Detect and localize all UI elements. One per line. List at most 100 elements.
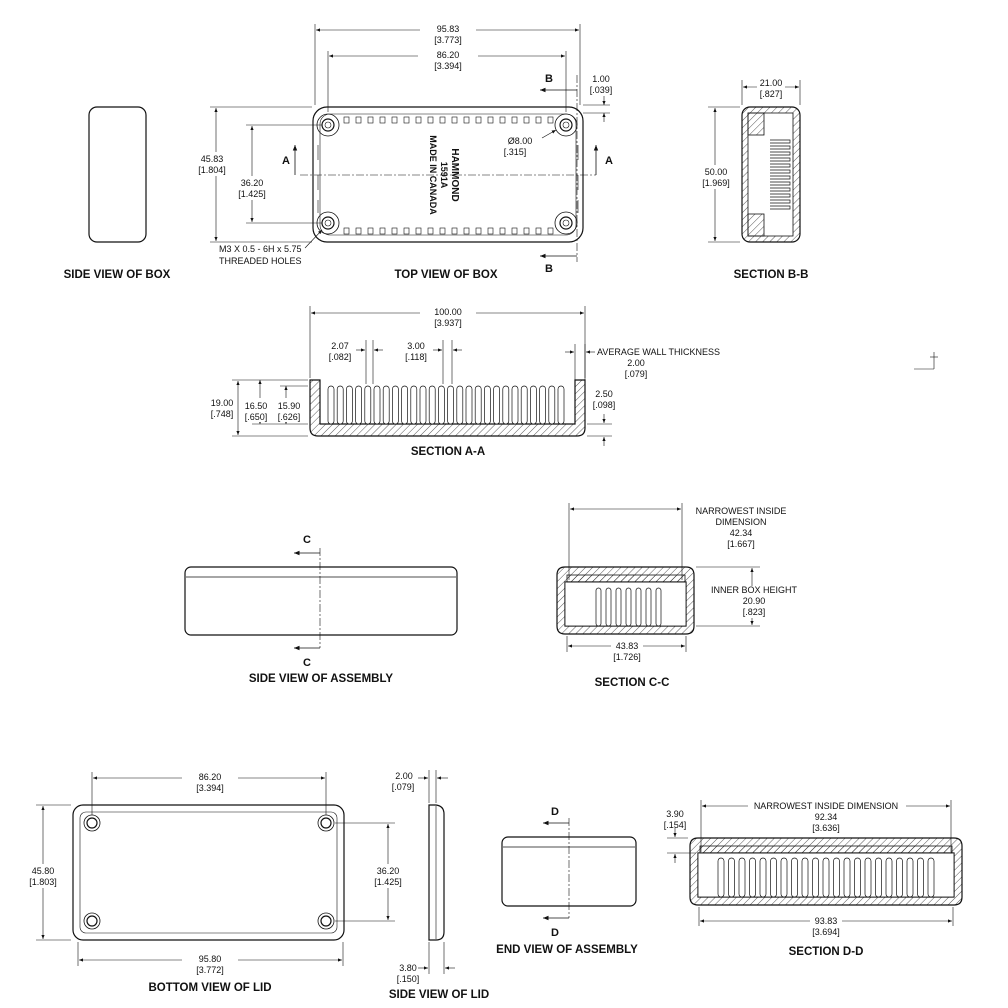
rib: [770, 151, 791, 156]
rib: [864, 857, 872, 898]
rib: [770, 181, 791, 186]
marker-a-right: A: [605, 155, 613, 167]
marker-c-bottom: C: [303, 657, 311, 669]
dim-overall-width-mm: 95.83: [437, 24, 460, 34]
rib: [419, 385, 427, 425]
dim-lid-width-mm: 95.80: [199, 954, 222, 964]
wall-thickness-label: AVERAGE WALL THICKNESS: [597, 347, 720, 357]
dim-rib-width-mm: 2.07: [331, 341, 349, 351]
slot: [547, 227, 554, 235]
dim-hole-spacing-x-mm: 86.20: [437, 50, 460, 60]
rib: [738, 857, 746, 898]
side-view-of-assembly: C C SIDE VIEW OF ASSEMBLY: [184, 534, 458, 685]
dim-bb-height-mm: 50.00: [705, 167, 728, 177]
rib: [770, 157, 791, 162]
section-aa-ribs: [327, 385, 565, 425]
dim-cc-inner-in: [.823]: [743, 607, 766, 617]
slot: [379, 227, 386, 235]
dim-bb-width-in: [.827]: [760, 89, 783, 99]
lid-band: [699, 845, 953, 854]
dim-boss-diameter-in: [.315]: [504, 147, 527, 157]
rib: [791, 857, 798, 898]
top-view-box-caption: TOP VIEW OF BOX: [394, 269, 497, 281]
slot: [451, 116, 458, 124]
rib: [327, 385, 335, 425]
rib: [896, 857, 903, 898]
rib: [493, 385, 500, 425]
rib: [717, 857, 725, 898]
rib: [780, 857, 788, 898]
thread-note-line2: THREADED HOLES: [219, 256, 302, 266]
rib: [770, 163, 791, 168]
dd-narrowest-label: NARROWEST INSIDE DIMENSION: [754, 801, 898, 811]
dim-edge-offset-in: [.039]: [590, 85, 613, 95]
slot: [427, 116, 434, 124]
rib: [392, 385, 399, 425]
dim-aa-height-mm: 19.00: [211, 398, 234, 408]
rib: [770, 205, 791, 210]
lid-hole-bottom-right: [317, 912, 335, 930]
box-inner-outline: [319, 113, 577, 236]
side-view-of-box: SIDE VIEW OF BOX: [64, 106, 171, 281]
rib: [770, 857, 777, 898]
lid-side-outline: [428, 804, 445, 941]
narrowest-label-line1: NARROWEST INSIDE: [696, 506, 787, 516]
rib: [605, 587, 612, 627]
slot: [547, 116, 554, 124]
rib: [875, 857, 882, 898]
embossed-model: 1591A: [439, 162, 449, 189]
boss-bottom-right: [554, 211, 578, 235]
bottom-view-lid-caption: BOTTOM VIEW OF LID: [148, 982, 271, 994]
dim-aa-inner-height-mm: 16.50: [245, 401, 268, 411]
rib: [346, 385, 353, 425]
slot: [487, 227, 494, 235]
slot: [415, 116, 422, 124]
rib: [927, 857, 935, 898]
stray-mark: [914, 352, 938, 370]
rib: [502, 385, 510, 425]
slot: [499, 116, 506, 124]
slot: [403, 227, 410, 235]
slot: [523, 227, 530, 235]
inner-height-label: INNER BOX HEIGHT: [711, 585, 798, 595]
slot: [511, 116, 518, 124]
rib: [447, 385, 454, 425]
dim-edge-offset-mm: 1.00: [592, 74, 610, 84]
dim-lid-height-in: [1.803]: [29, 877, 57, 887]
rib: [410, 385, 418, 425]
embossed-origin: MADE IN CANADA: [428, 135, 438, 215]
dim-hole-spacing-x-in: [3.394]: [434, 61, 462, 71]
rib: [548, 385, 556, 425]
assembly-outline: [184, 566, 458, 636]
dim-aa-height-in: [.748]: [211, 409, 234, 419]
rib: [917, 857, 924, 898]
side-view-box-caption: SIDE VIEW OF BOX: [64, 269, 171, 281]
dim-cc-outer-in: [1.726]: [613, 652, 641, 662]
rib: [728, 857, 735, 898]
end-view-of-assembly: D D END VIEW OF ASSEMBLY: [496, 806, 638, 956]
dim-hole-spacing-y-mm: 36.20: [241, 178, 264, 188]
rib: [759, 857, 767, 898]
rib: [511, 385, 519, 425]
marker-d-bottom: D: [551, 927, 559, 939]
slot: [523, 116, 530, 124]
dim-overall-height-mm: 45.83: [201, 154, 224, 164]
slot: [463, 227, 470, 235]
slot: [511, 227, 518, 235]
rib: [770, 139, 791, 144]
rib: [336, 385, 344, 425]
rib: [770, 169, 791, 174]
section-c-c: NARROWEST INSIDE DIMENSION 42.34 [1.667]…: [556, 503, 798, 689]
dim-lid-hole-spacing-x-in: [3.394]: [196, 783, 224, 793]
slot: [499, 227, 506, 235]
section-bb-caption: SECTION B-B: [734, 269, 809, 281]
section-dd-caption: SECTION D-D: [789, 946, 864, 958]
section-bb-ribs: [770, 139, 791, 210]
rib: [770, 187, 791, 192]
rib: [520, 385, 528, 425]
dim-cc-outer-mm: 43.83: [616, 641, 639, 651]
dim-bb-height-in: [1.969]: [702, 178, 730, 188]
dim-lid-hole-spacing-y-mm: 36.20: [377, 866, 400, 876]
rib: [843, 857, 851, 898]
lid-outline: [72, 804, 345, 941]
